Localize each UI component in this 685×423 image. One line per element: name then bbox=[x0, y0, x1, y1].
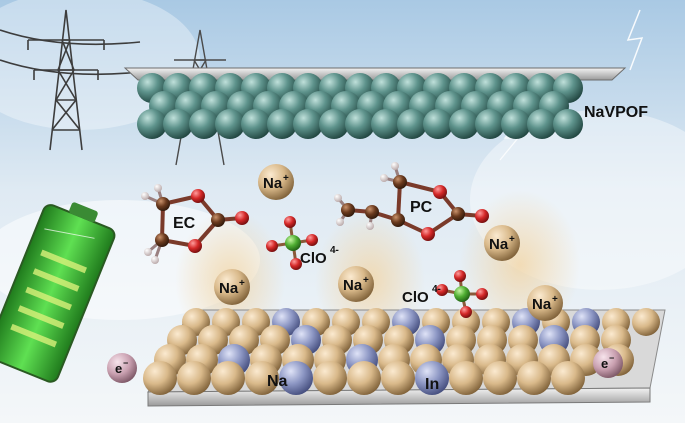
na-ion: Na+ bbox=[338, 266, 374, 302]
cathode-sphere bbox=[319, 109, 349, 139]
anode-na-label: Na bbox=[267, 373, 288, 390]
na-sphere bbox=[381, 361, 415, 395]
cathode-sphere bbox=[215, 109, 245, 139]
na-sphere bbox=[177, 361, 211, 395]
na-sphere bbox=[347, 361, 381, 395]
na-sphere bbox=[143, 361, 177, 395]
na-ion-sphere bbox=[527, 285, 563, 321]
cathode-sphere bbox=[475, 109, 505, 139]
na-ion-charge: + bbox=[363, 275, 369, 286]
cathode-sphere bbox=[501, 109, 531, 139]
na-ion-charge: + bbox=[552, 294, 558, 305]
na-ion-charge: + bbox=[239, 278, 245, 289]
cathode-label: NaVPOF bbox=[584, 104, 648, 121]
clo4-charge: 4- bbox=[432, 284, 441, 295]
na-sphere bbox=[483, 361, 517, 395]
na-ion-sphere bbox=[338, 266, 374, 302]
lightning-icon bbox=[626, 9, 644, 71]
na-ion: Na+ bbox=[527, 285, 563, 321]
na-sphere bbox=[517, 361, 551, 395]
electron-label: e bbox=[601, 356, 608, 371]
na-ion-sphere bbox=[214, 269, 250, 305]
clo4-ion-lower: ClO 4- bbox=[402, 270, 488, 318]
na-sphere bbox=[211, 361, 245, 395]
na-ion-label: Na bbox=[489, 236, 509, 253]
cathode-layer bbox=[137, 73, 583, 139]
cathode-sphere bbox=[267, 109, 297, 139]
anode-layer bbox=[143, 308, 660, 395]
cathode-sphere bbox=[137, 109, 167, 139]
ec-molecule: EC bbox=[141, 184, 249, 264]
cathode-sphere bbox=[241, 109, 271, 139]
na-sphere bbox=[632, 308, 660, 336]
cathode-sphere bbox=[397, 109, 427, 139]
in-sphere bbox=[279, 361, 313, 395]
pc-molecule: PC bbox=[334, 162, 489, 241]
electron-charge: − bbox=[609, 353, 614, 363]
na-sphere bbox=[245, 361, 279, 395]
na-ion-label: Na bbox=[263, 175, 283, 192]
cathode-sphere bbox=[163, 109, 193, 139]
electron-charge: − bbox=[123, 358, 128, 368]
na-ion: Na+ bbox=[258, 164, 294, 200]
cathode-sphere bbox=[345, 109, 375, 139]
cathode-sphere bbox=[527, 109, 557, 139]
electron-label: e bbox=[115, 361, 122, 376]
na-sphere bbox=[551, 361, 585, 395]
na-ion-sphere bbox=[258, 164, 294, 200]
power-tower-icon bbox=[0, 9, 141, 151]
clo4-label: ClO bbox=[300, 250, 327, 267]
electron-right: e − bbox=[593, 348, 623, 378]
cathode-sphere bbox=[189, 109, 219, 139]
clo4-label: ClO bbox=[402, 289, 429, 306]
cathode-sphere bbox=[371, 109, 401, 139]
clo4-ion-upper: ClO 4- bbox=[266, 216, 339, 270]
na-ion-charge: + bbox=[509, 234, 515, 245]
anode-in-label: In bbox=[425, 376, 439, 393]
na-ion: Na+ bbox=[214, 269, 250, 305]
na-ions: Na+Na+Na+Na+Na+ bbox=[214, 164, 563, 321]
ec-label: EC bbox=[173, 215, 196, 232]
cathode-sphere bbox=[293, 109, 323, 139]
clo4-charge: 4- bbox=[330, 245, 339, 256]
electron-left: e − bbox=[107, 353, 137, 383]
cathode-sphere bbox=[449, 109, 479, 139]
pc-label: PC bbox=[410, 199, 433, 216]
anode-plate bbox=[147, 387, 651, 407]
na-sphere bbox=[313, 361, 347, 395]
na-sphere bbox=[449, 361, 483, 395]
cathode-sphere bbox=[553, 109, 583, 139]
na-ion-label: Na bbox=[343, 277, 363, 294]
in-sphere bbox=[415, 361, 449, 395]
na-ion: Na+ bbox=[484, 225, 520, 261]
cathode-sphere bbox=[423, 109, 453, 139]
battery-icon bbox=[0, 202, 116, 383]
na-ion-charge: + bbox=[283, 173, 289, 184]
na-ion-label: Na bbox=[219, 280, 239, 297]
na-ion-label: Na bbox=[532, 296, 552, 313]
na-ion-sphere bbox=[484, 225, 520, 261]
